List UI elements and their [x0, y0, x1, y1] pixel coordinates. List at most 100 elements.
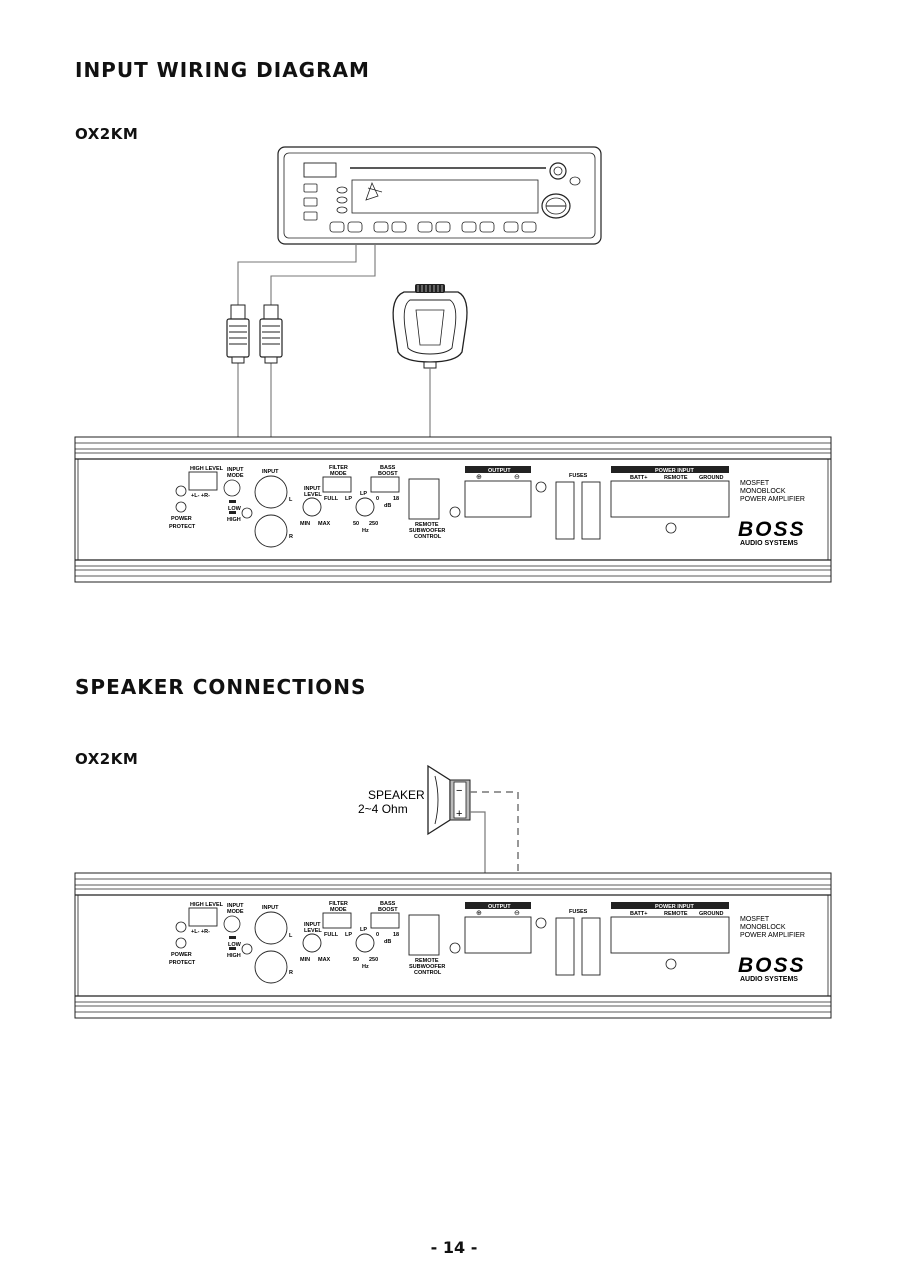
label-lp-knob: LP	[360, 491, 367, 497]
remote-subwoofer-controller	[392, 284, 468, 369]
label-control: CONTROL	[414, 970, 442, 976]
label-power-amplifier: POWER AMPLIFIER	[740, 496, 805, 503]
label-mosfet: MOSFET	[740, 916, 770, 923]
label-input-level: INPUT	[304, 922, 321, 928]
amplifier-panel-2: HIGH LEVEL +L- +R- POWER PROTECT INPUT M…	[74, 872, 832, 1019]
section-title-speaker-connections: SPEAKER CONNECTIONS	[75, 675, 367, 699]
brand-subtitle: AUDIO SYSTEMS	[740, 540, 798, 547]
label-bass-boost2: BOOST	[378, 907, 398, 913]
label-db-18: 18	[393, 932, 399, 938]
label-low: LOW	[228, 942, 242, 948]
speaker-terminal-plus: +	[456, 808, 462, 820]
label-input: INPUT	[262, 469, 279, 475]
rca-plug-left	[226, 304, 250, 364]
label-db-18: 18	[393, 496, 399, 502]
label-power: POWER	[171, 952, 192, 958]
label-hz: Hz	[362, 528, 369, 534]
label-power-input: POWER INPUT	[655, 904, 694, 910]
label-subwoofer: SUBWOOFER	[409, 964, 445, 970]
label-db-0: 0	[376, 496, 379, 502]
brand-subtitle: AUDIO SYSTEMS	[740, 976, 798, 983]
label-input-mode2: MODE	[227, 909, 244, 915]
label-db: dB	[384, 503, 391, 509]
speaker-wire-negative	[470, 791, 519, 903]
label-input-mode: INPUT	[227, 467, 244, 473]
label-hz: Hz	[362, 964, 369, 970]
speaker-terminal-minus: −	[456, 785, 462, 797]
label-input-level2: LEVEL	[304, 492, 322, 498]
car-stereo-head-unit	[277, 146, 602, 245]
label-output: OUTPUT	[488, 468, 511, 474]
section-title-input-wiring: INPUT WIRING DIAGRAM	[75, 58, 370, 82]
label-output-plus: ⊕	[476, 910, 482, 917]
page-number: - 14 -	[430, 1238, 478, 1257]
label-bass-boost2: BOOST	[378, 471, 398, 477]
label-protect: PROTECT	[169, 524, 196, 530]
label-batt: BATT+	[630, 475, 647, 481]
rca-plug-right	[259, 304, 283, 364]
label-ground: GROUND	[699, 911, 723, 917]
label-subwoofer: SUBWOOFER	[409, 528, 445, 534]
brand-logo: BOSS	[738, 954, 806, 977]
label-input-mode2: MODE	[227, 473, 244, 479]
label-max: MAX	[318, 521, 331, 527]
label-low: LOW	[228, 506, 242, 512]
label-output-minus: ⊖	[514, 474, 520, 481]
label-monoblock: MONOBLOCK	[740, 924, 786, 931]
label-min: MIN	[300, 521, 310, 527]
label-input: INPUT	[262, 905, 279, 911]
label-input-level: INPUT	[304, 486, 321, 492]
label-remote-terminal: REMOTE	[664, 475, 688, 481]
label-input-mode: INPUT	[227, 903, 244, 909]
label-high: HIGH	[227, 953, 241, 959]
label-output-minus: ⊖	[514, 910, 520, 917]
label-mosfet: MOSFET	[740, 480, 770, 487]
speaker-label: SPEAKER	[368, 788, 425, 802]
label-filter-mode2: MODE	[330, 471, 347, 477]
label-remote-terminal: REMOTE	[664, 911, 688, 917]
label-remote: REMOTE	[415, 958, 439, 964]
label-fuses: FUSES	[569, 909, 588, 915]
label-protect: PROTECT	[169, 960, 196, 966]
label-channel-l: L	[289, 497, 293, 503]
label-high-level-sub: +L- +R-	[191, 493, 210, 499]
label-freq-50: 50	[353, 521, 359, 527]
label-full: FULL	[324, 932, 339, 938]
label-control: CONTROL	[414, 534, 442, 540]
label-freq-50: 50	[353, 957, 359, 963]
label-filter-mode: FILTER	[329, 465, 348, 471]
amplifier-panel-1: HIGH LEVEL +L- +R- POWER PROTECT INPUT M…	[74, 436, 832, 583]
label-db: dB	[384, 939, 391, 945]
label-high-level: HIGH LEVEL	[190, 902, 224, 908]
label-high-level-sub: +L- +R-	[191, 929, 210, 935]
label-ground: GROUND	[699, 475, 723, 481]
label-lp-knob: LP	[360, 927, 367, 933]
label-filter-mode: FILTER	[329, 901, 348, 907]
label-batt: BATT+	[630, 911, 647, 917]
label-output: OUTPUT	[488, 904, 511, 910]
label-input-level2: LEVEL	[304, 928, 322, 934]
speaker: − +	[427, 764, 471, 836]
model-label-2: OX2KM	[75, 750, 139, 768]
label-high-level: HIGH LEVEL	[190, 466, 224, 472]
speaker-impedance: 2~4 Ohm	[358, 802, 408, 816]
label-lp-switch: LP	[345, 496, 352, 502]
label-monoblock: MONOBLOCK	[740, 488, 786, 495]
label-lp-switch: LP	[345, 932, 352, 938]
label-full: FULL	[324, 496, 339, 502]
label-channel-r: R	[289, 534, 293, 540]
label-high: HIGH	[227, 517, 241, 523]
label-output-plus: ⊕	[476, 474, 482, 481]
label-max: MAX	[318, 957, 331, 963]
label-bass-boost: BASS	[380, 901, 396, 907]
label-filter-mode2: MODE	[330, 907, 347, 913]
label-power-input: POWER INPUT	[655, 468, 694, 474]
label-remote: REMOTE	[415, 522, 439, 528]
model-label-1: OX2KM	[75, 125, 139, 143]
label-freq-250: 250	[369, 521, 378, 527]
label-min: MIN	[300, 957, 310, 963]
brand-logo: BOSS	[738, 518, 806, 541]
label-db-0: 0	[376, 932, 379, 938]
label-channel-r: R	[289, 970, 293, 976]
